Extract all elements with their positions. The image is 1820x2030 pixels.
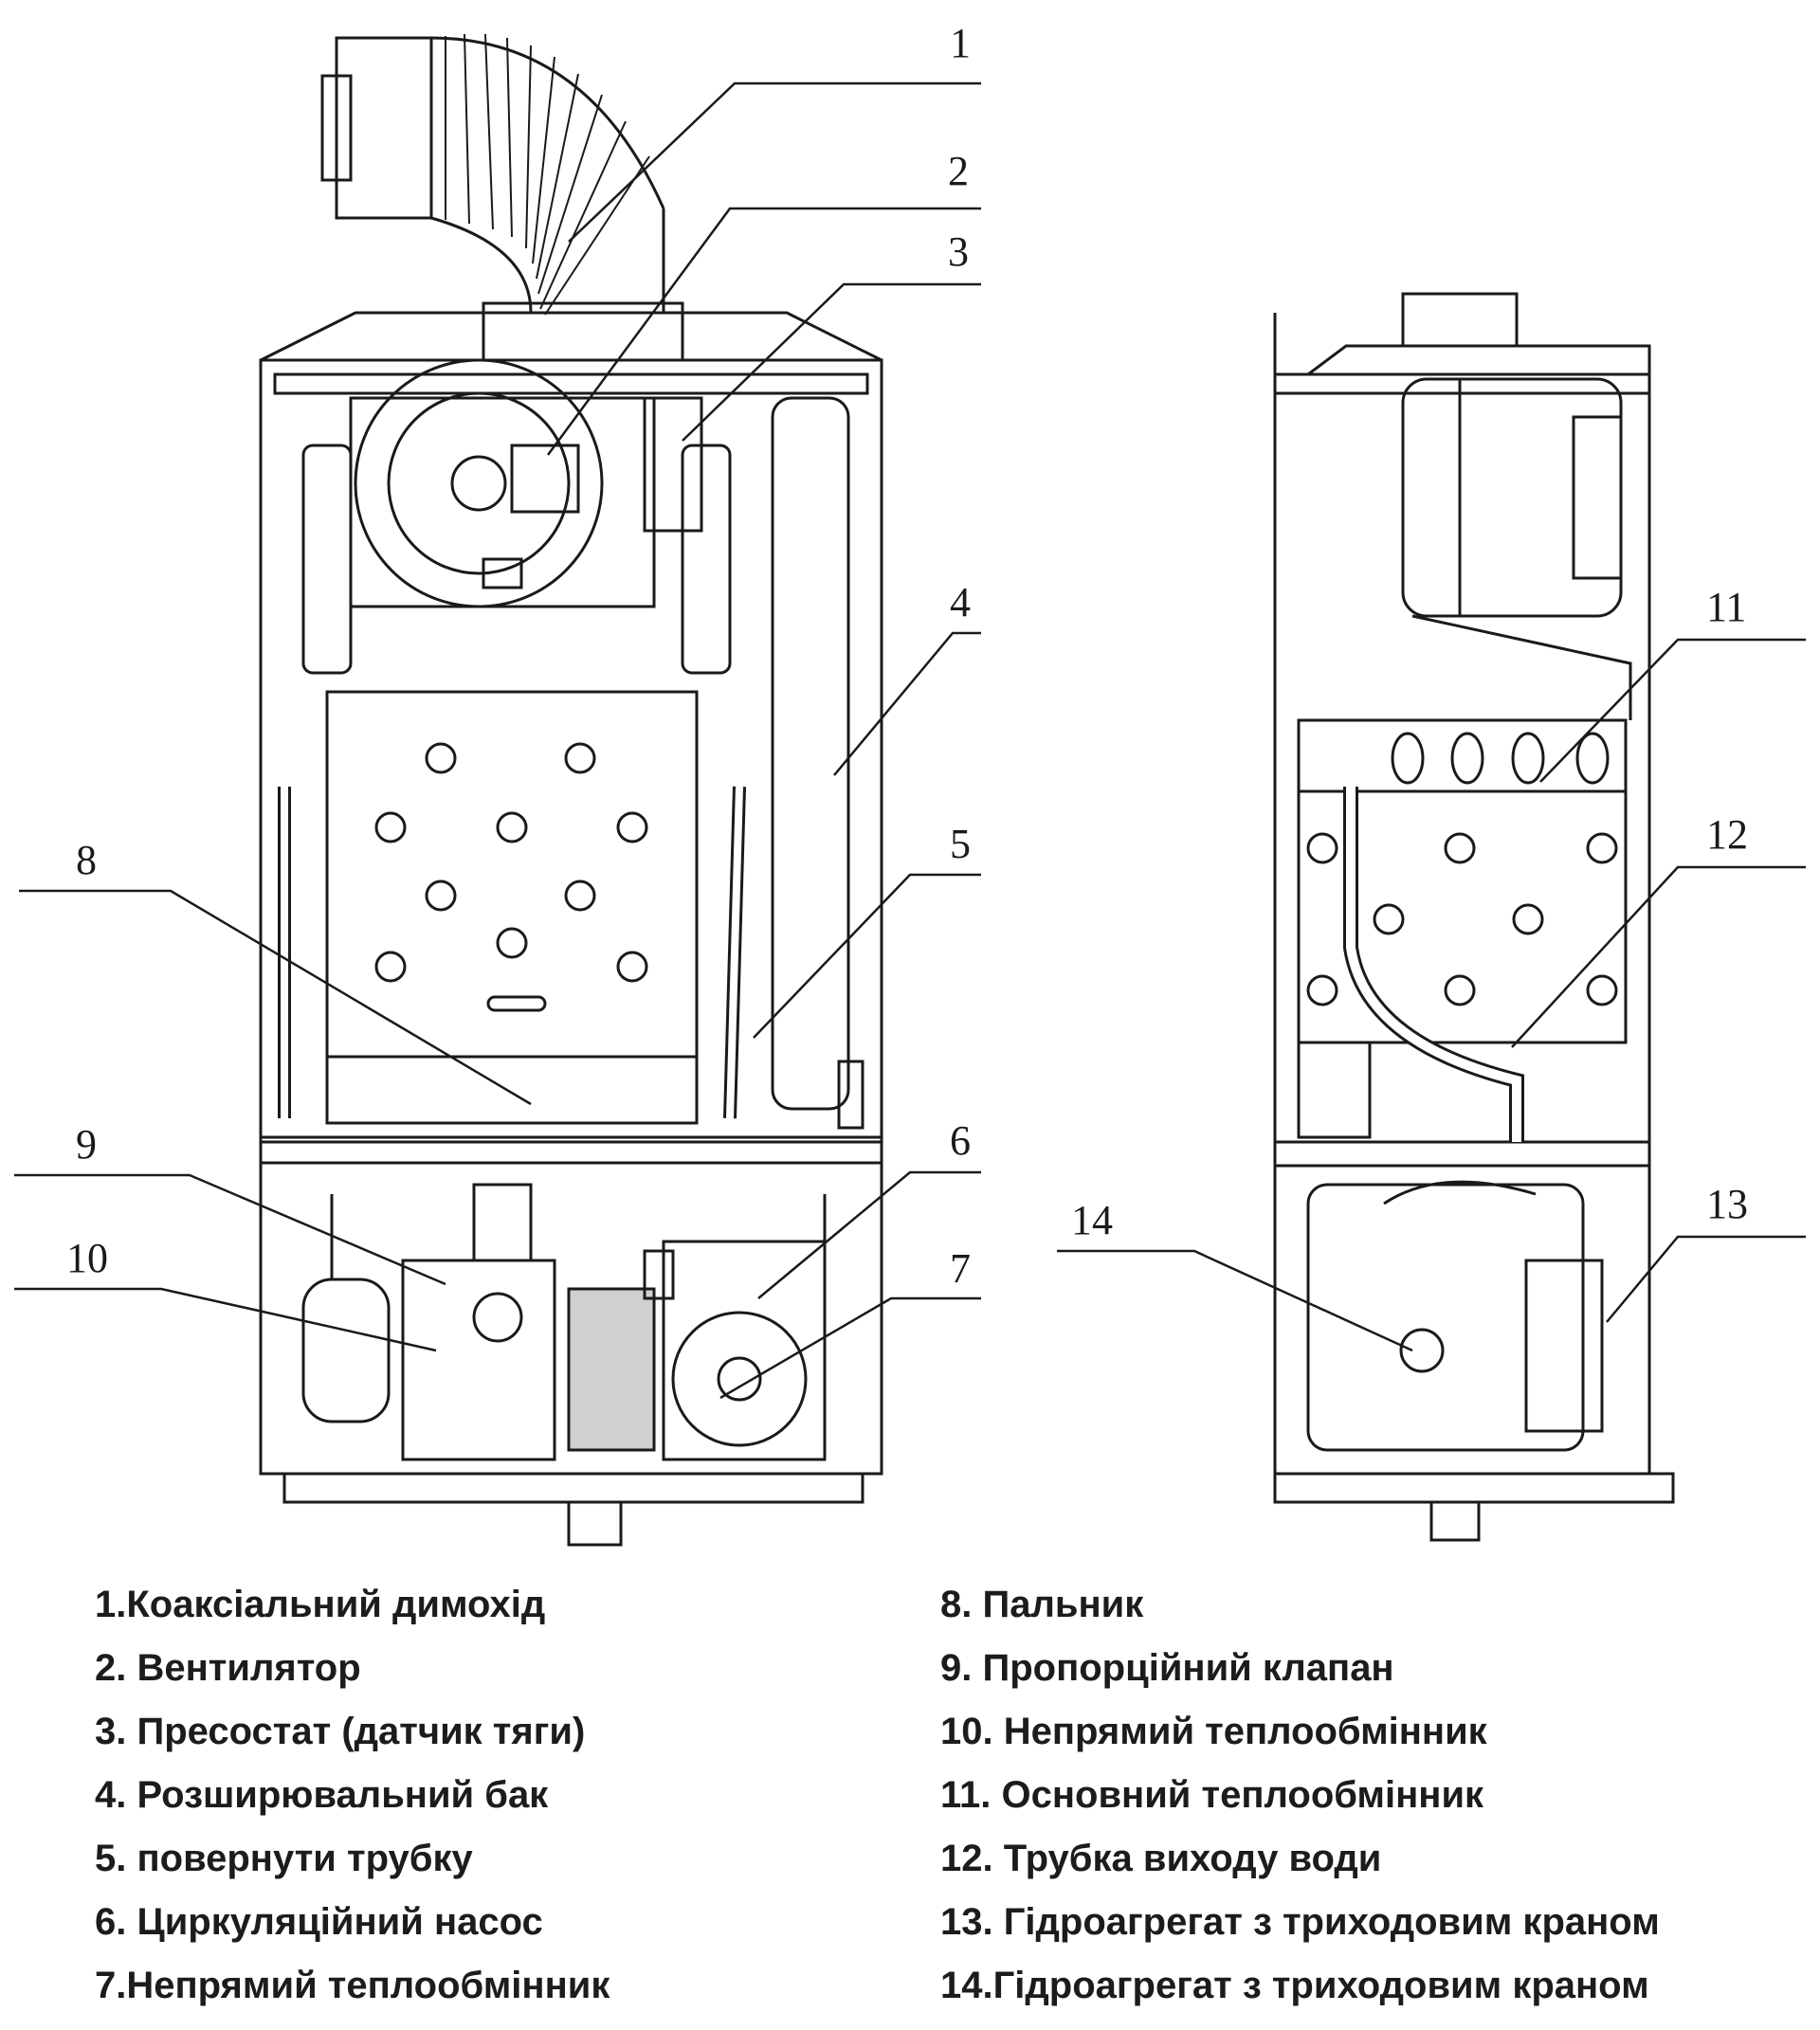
legend-item-10: 10. Непрямий теплообмінник	[940, 1711, 1487, 1752]
legend-item-1: 1.Коаксіальний димохід	[95, 1584, 546, 1625]
hydro-group	[1306, 1183, 1585, 1452]
pressure-switch	[643, 396, 703, 533]
fan	[349, 358, 656, 608]
legend-item-13: 13. Гідроагрегат з триходовим краном	[940, 1901, 1660, 1943]
callout-11: 11	[1706, 584, 1746, 630]
proportional-valve	[401, 1259, 556, 1461]
callout-3: 3	[948, 228, 969, 275]
callout-1: 1	[950, 20, 971, 66]
callout-13: 13	[1706, 1181, 1748, 1227]
callout-numbers: 1 2 3 4 5 6 7 8 9 10 11 12 13 14	[66, 20, 1748, 1292]
side-view	[1273, 292, 1675, 1542]
expansion-tank	[771, 396, 850, 1111]
legend-item-5: 5. повернути трубку	[95, 1838, 473, 1879]
callout-10: 10	[66, 1235, 108, 1281]
callout-8: 8	[76, 837, 97, 883]
callout-12: 12	[1706, 811, 1748, 858]
legend-item-4: 4. Розширювальний бак	[95, 1774, 549, 1816]
legend-item-3: 3. Пресостат (датчик тяги)	[95, 1711, 586, 1752]
legend-item-9: 9. Пропорційний клапан	[940, 1647, 1394, 1689]
callout-2: 2	[948, 148, 969, 194]
burner	[325, 1055, 699, 1125]
legend-left-column: 1.Коаксіальний димохід 2. Вентилятор 3. …	[95, 1573, 910, 2018]
legend-item-8: 8. Пальник	[940, 1584, 1144, 1625]
callout-14: 14	[1071, 1197, 1113, 1243]
side-casing	[1273, 372, 1651, 1476]
water-outlet-pipe	[1343, 787, 1524, 1142]
legend: 1.Коаксіальний димохід 2. Вентилятор 3. …	[0, 1573, 1820, 2028]
legend-item-11: 11. Основний теплообмінник	[940, 1774, 1484, 1816]
three-way-valve	[1524, 1259, 1604, 1433]
leader-lines	[14, 82, 1806, 1400]
boiler-diagram: 1 2 3 4 5 6 7 8 9 10 11 12 13 14	[14, 20, 1806, 1547]
legend-item-6: 6. Циркуляційний насос	[95, 1901, 543, 1943]
legend-item-14: 14.Гідроагрегат з триходовим краном	[940, 1965, 1649, 2006]
legend-right-column: 8. Пальник 9. Пропорційний клапан 10. Не…	[940, 1573, 1756, 2018]
callout-5: 5	[950, 821, 971, 867]
callout-4: 4	[950, 579, 971, 625]
legend-item-2: 2. Вентилятор	[95, 1647, 361, 1689]
coaxial-flue	[320, 33, 684, 362]
legend-item-7: 7.Непрямий теплообмінник	[95, 1965, 610, 2006]
main-heat-exchanger-front	[325, 690, 699, 1059]
front-view	[259, 33, 883, 1547]
legend-item-12: 12. Трубка виходу води	[940, 1838, 1382, 1879]
callout-9: 9	[76, 1121, 97, 1168]
callout-6: 6	[950, 1117, 971, 1164]
callout-7: 7	[950, 1245, 971, 1292]
